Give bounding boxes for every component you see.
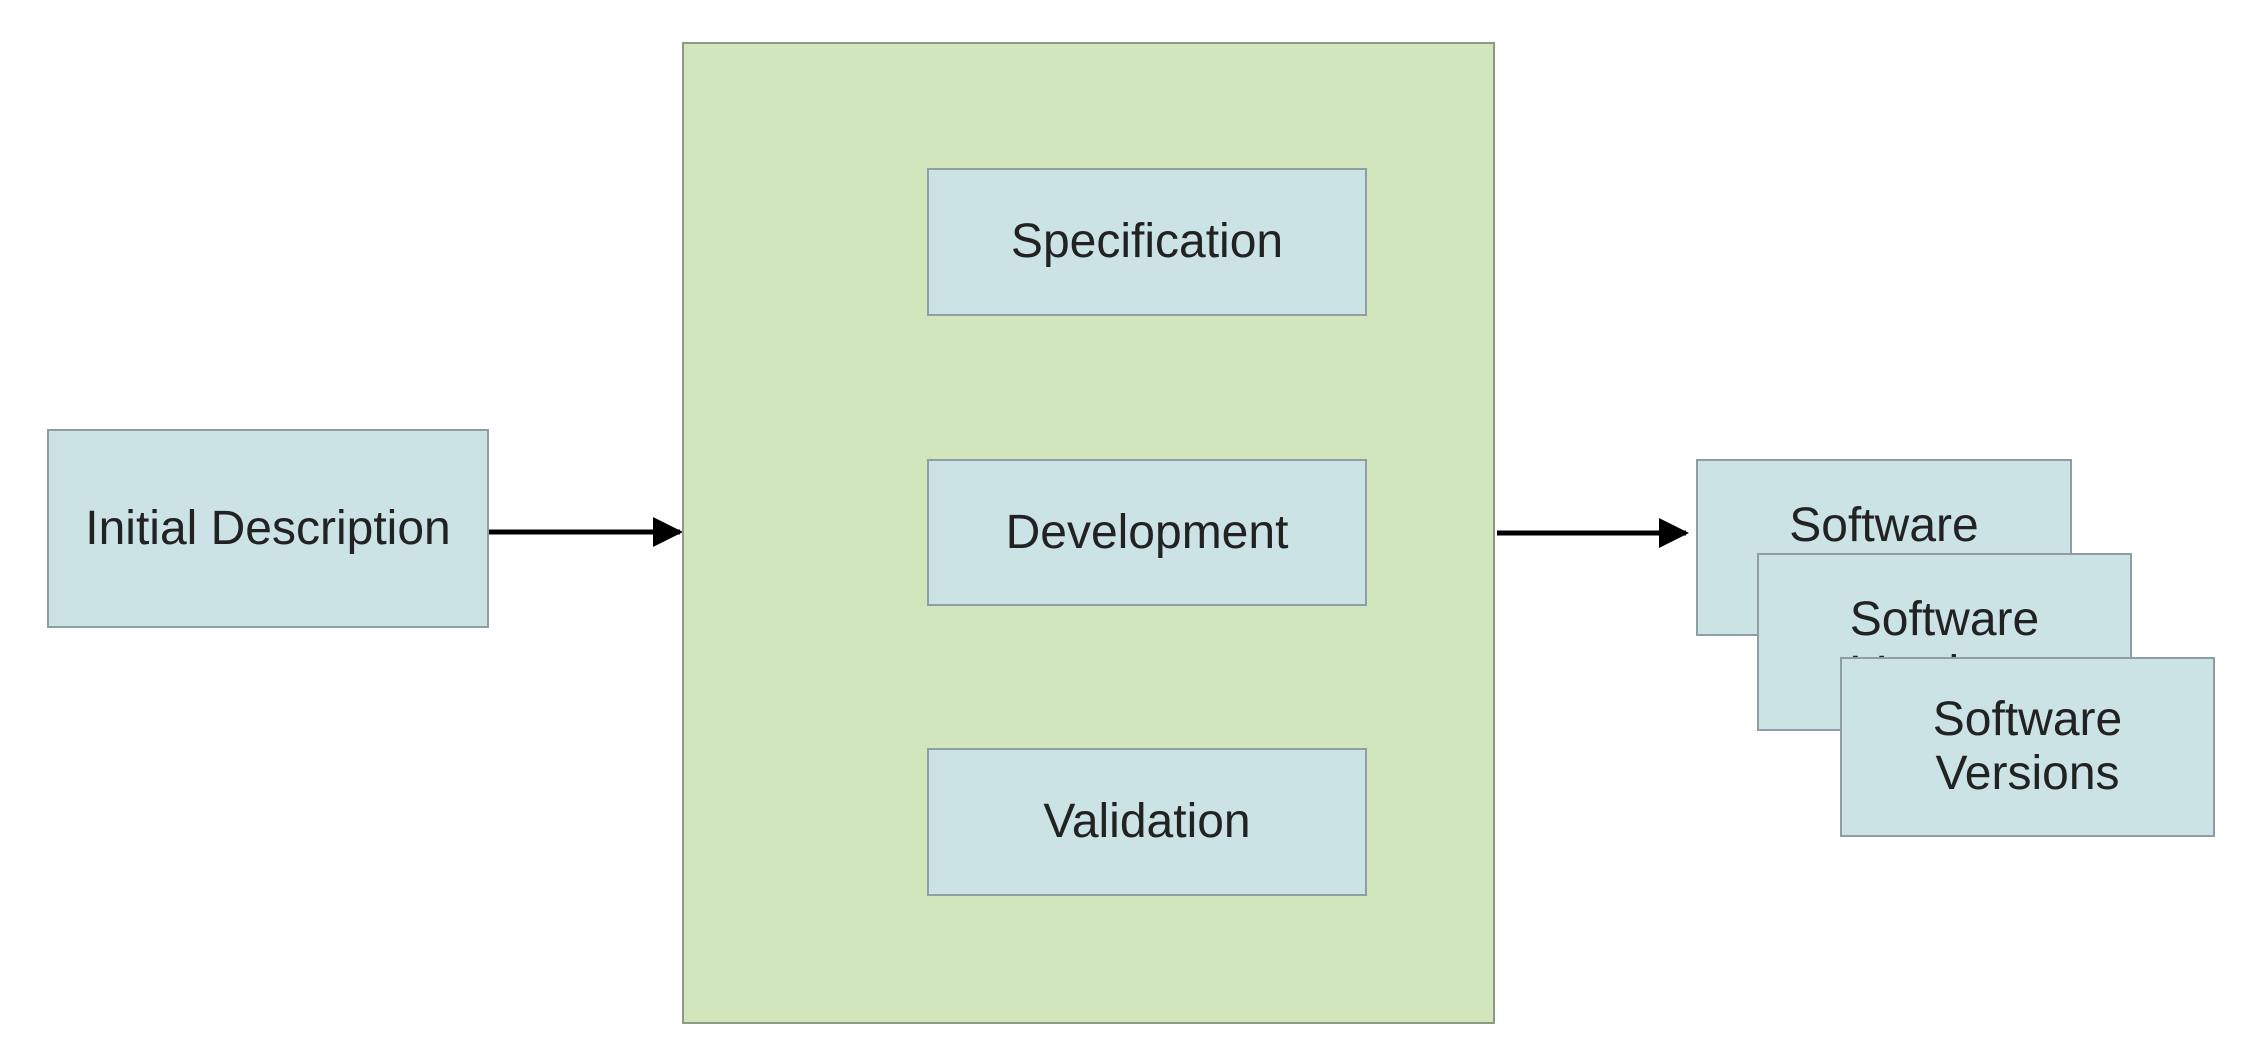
specification-box: Specification <box>927 168 1367 316</box>
validation-box: Validation <box>927 748 1367 896</box>
validation-label: Validation <box>1043 795 1251 849</box>
initial-description-box: Initial Description <box>47 429 489 628</box>
software-versions-box-front: Software Versions <box>1840 657 2215 837</box>
software-versions-front-label: Software Versions <box>1932 693 2123 800</box>
initial-description-label: Initial Description <box>85 501 451 555</box>
development-label: Development <box>1005 505 1289 559</box>
development-box: Development <box>927 459 1367 606</box>
specification-label: Specification <box>1010 215 1284 269</box>
